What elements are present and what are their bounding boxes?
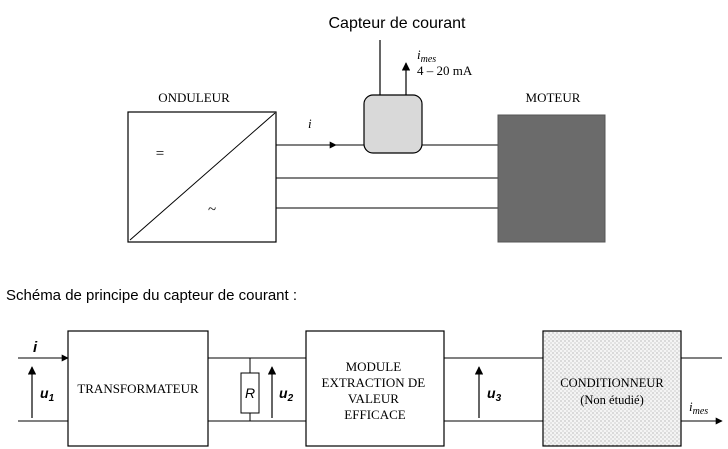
- sensor-principle-diagram: i u1 TRANSFORMATEUR R u2 MODULE EXTRACTI…: [18, 330, 723, 447]
- transformer-block: [67, 330, 209, 447]
- u2-label: u2: [279, 385, 294, 404]
- rms-module-label: MODULE EXTRACTION DE VALEUR EFFICACE: [322, 359, 429, 422]
- output-current-label: imes: [689, 399, 708, 417]
- sensor-output-range: 4 – 20 mA: [417, 63, 473, 78]
- u1-label: u1: [40, 385, 55, 404]
- power-chain-diagram: Capteur de courant imes 4 – 20 mA ONDULE…: [127, 15, 606, 243]
- sensor-output-label: imes: [417, 47, 436, 65]
- conditioner-label: CONDITIONNEUR: [560, 376, 664, 390]
- dc-symbol: =: [156, 146, 164, 162]
- current-sensor-block: [363, 94, 423, 154]
- schematic-caption: Schéma de principe du capteur de courant…: [6, 287, 297, 304]
- line-current-label: i: [308, 116, 312, 131]
- motor-block: [497, 114, 606, 243]
- sensor-title: Capteur de courant: [329, 15, 467, 32]
- input-current-label: i: [33, 339, 38, 356]
- transformer-label: TRANSFORMATEUR: [77, 381, 199, 396]
- u3-label: u3: [487, 385, 502, 404]
- conditioner-block: [542, 330, 682, 447]
- inverter-diagonal: [129, 112, 276, 241]
- resistor-label: R: [245, 385, 255, 401]
- rms-module-block: [305, 330, 445, 447]
- ac-symbol: ~: [208, 202, 216, 218]
- inverter-label: ONDULEUR: [158, 90, 230, 105]
- motor-label: MOTEUR: [526, 90, 581, 105]
- conditioner-note: (Non étudié): [580, 393, 644, 407]
